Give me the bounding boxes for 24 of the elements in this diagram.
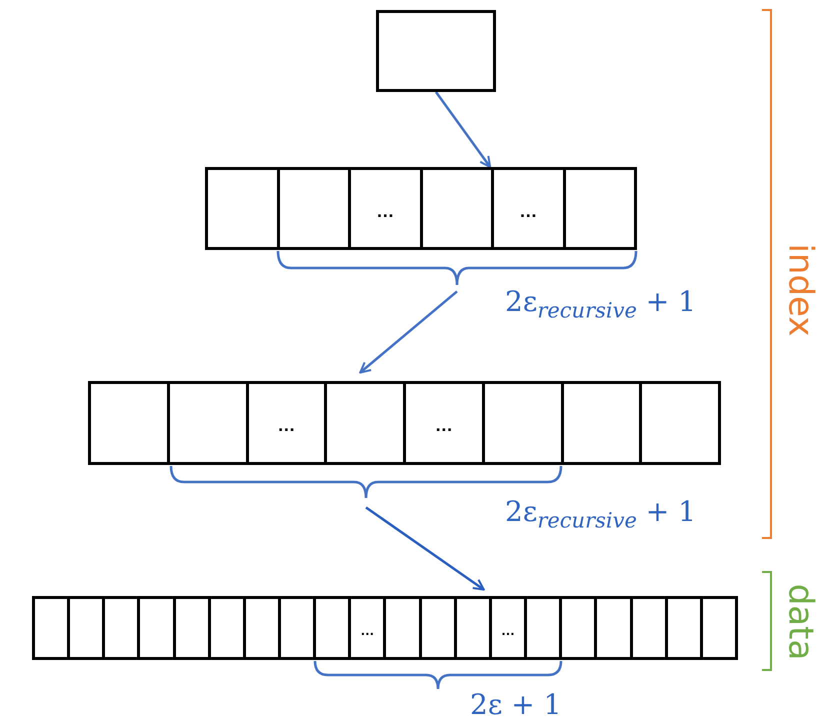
array-cell: [32, 599, 70, 657]
array-cell: [205, 170, 280, 247]
ellipsis-text: …: [434, 416, 453, 434]
formula-label: 2ε + 1: [470, 688, 562, 721]
ellipsis-text: …: [376, 202, 394, 220]
ellipsis-text: …: [360, 623, 374, 637]
array-row: [88, 381, 721, 465]
array-row: [205, 167, 637, 250]
array-row: [32, 596, 738, 660]
curly-brace: [170, 465, 562, 499]
formula-label: 2ε$_{recursive}$ + 1: [505, 285, 696, 323]
curly-brace: [277, 250, 637, 286]
ellipsis-text: …: [277, 416, 296, 434]
ellipsis-text: …: [519, 202, 538, 220]
formula-label: 2ε$_{recursive}$ + 1: [505, 495, 696, 533]
array-cell: [88, 384, 170, 462]
side-label: data: [780, 584, 820, 660]
arrow: [365, 506, 485, 591]
arrow: [359, 290, 458, 374]
ellipsis-text: …: [501, 623, 515, 637]
side-label: index: [780, 243, 820, 337]
curly-brace: [314, 660, 562, 690]
empty-box: [376, 10, 496, 92]
arrow: [434, 91, 492, 168]
